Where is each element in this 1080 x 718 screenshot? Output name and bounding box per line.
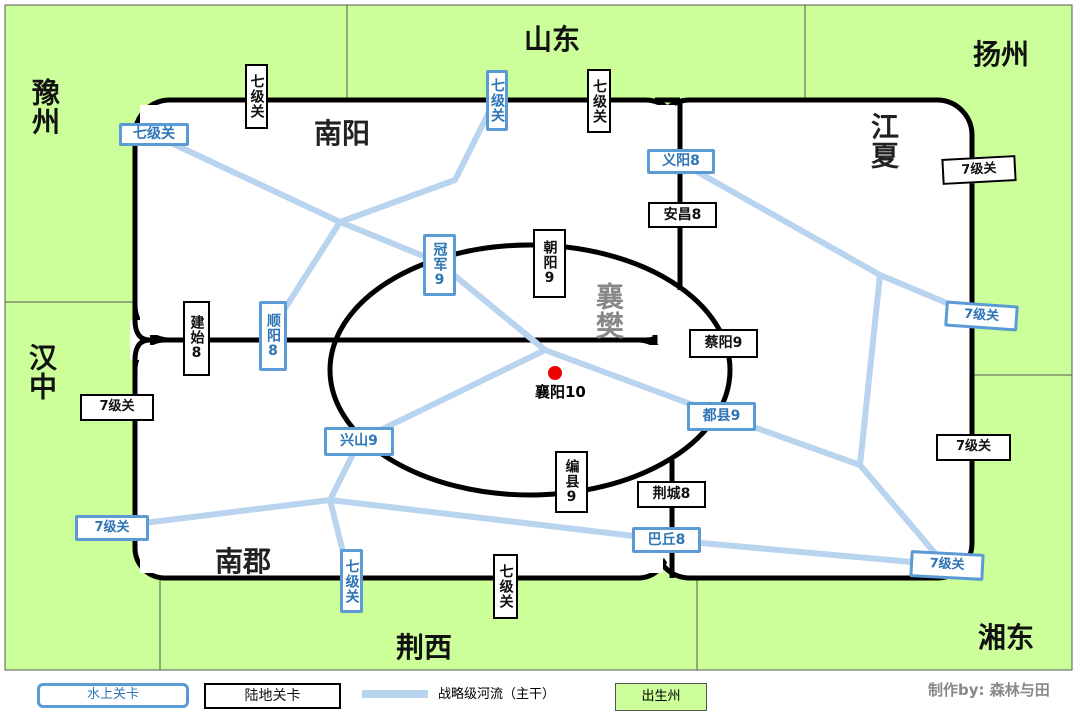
land-pass[interactable]: 7级关: [80, 394, 154, 421]
water-pass[interactable]: 冠军9: [423, 234, 456, 296]
land-pass[interactable]: 七级关: [245, 64, 268, 129]
land-pass[interactable]: 7级关: [941, 155, 1017, 185]
xiangfan-ellipse: [327, 242, 733, 498]
water-pass[interactable]: 7级关: [75, 515, 149, 541]
legend-river: 战略级河流（主干）: [438, 686, 556, 702]
water-pass[interactable]: 巴丘8: [632, 527, 701, 553]
legend-land-pass: 陆地关卡: [204, 683, 341, 709]
capital-dot: [548, 366, 562, 380]
region-hanzhong: 汉中: [25, 343, 58, 401]
land-pass[interactable]: 七级关: [493, 554, 518, 619]
water-pass[interactable]: 顺阳8: [259, 301, 287, 371]
commandery-xiangfan: 襄樊: [592, 282, 625, 340]
land-pass[interactable]: 蔡阳9: [689, 329, 758, 358]
region-jingxi: 荆西: [396, 631, 453, 664]
water-pass[interactable]: 七级关: [486, 70, 508, 131]
capital-label: 襄阳10: [535, 383, 586, 401]
water-pass[interactable]: 七级关: [340, 549, 363, 613]
land-pass[interactable]: 荆城8: [637, 481, 706, 508]
water-pass[interactable]: 7级关: [944, 300, 1019, 332]
water-pass[interactable]: 都县9: [687, 402, 756, 431]
water-pass[interactable]: 7级关: [909, 550, 985, 581]
land-pass[interactable]: 安昌8: [648, 202, 717, 228]
water-pass[interactable]: 义阳8: [647, 149, 715, 174]
land-roads: [132, 97, 733, 578]
region-yangzhou: 扬州: [973, 38, 1030, 71]
legend-water-pass: 水上关卡: [37, 683, 189, 708]
region-xiangdong: 湘东: [978, 621, 1035, 654]
commandery-nanjun: 南郡: [215, 545, 272, 578]
land-pass[interactable]: 朝阳9: [533, 229, 566, 298]
land-pass[interactable]: 建始8: [183, 301, 210, 376]
water-pass[interactable]: 兴山9: [324, 427, 394, 456]
province-borders: [5, 5, 1072, 670]
land-pass[interactable]: 七级关: [587, 69, 611, 133]
legend-province: 出生州: [615, 683, 707, 711]
region-shandong: 山东: [524, 23, 581, 56]
commandery-nanyang: 南阳: [314, 117, 371, 150]
water-pass[interactable]: 七级关: [119, 123, 189, 146]
region-yuzhou: 豫州: [28, 78, 61, 136]
land-pass[interactable]: 7级关: [936, 434, 1011, 461]
land-pass[interactable]: 编县9: [555, 451, 588, 513]
credit: 制作by: 森林与田: [928, 681, 1050, 700]
commandery-jiangxia: 江夏: [867, 112, 900, 170]
